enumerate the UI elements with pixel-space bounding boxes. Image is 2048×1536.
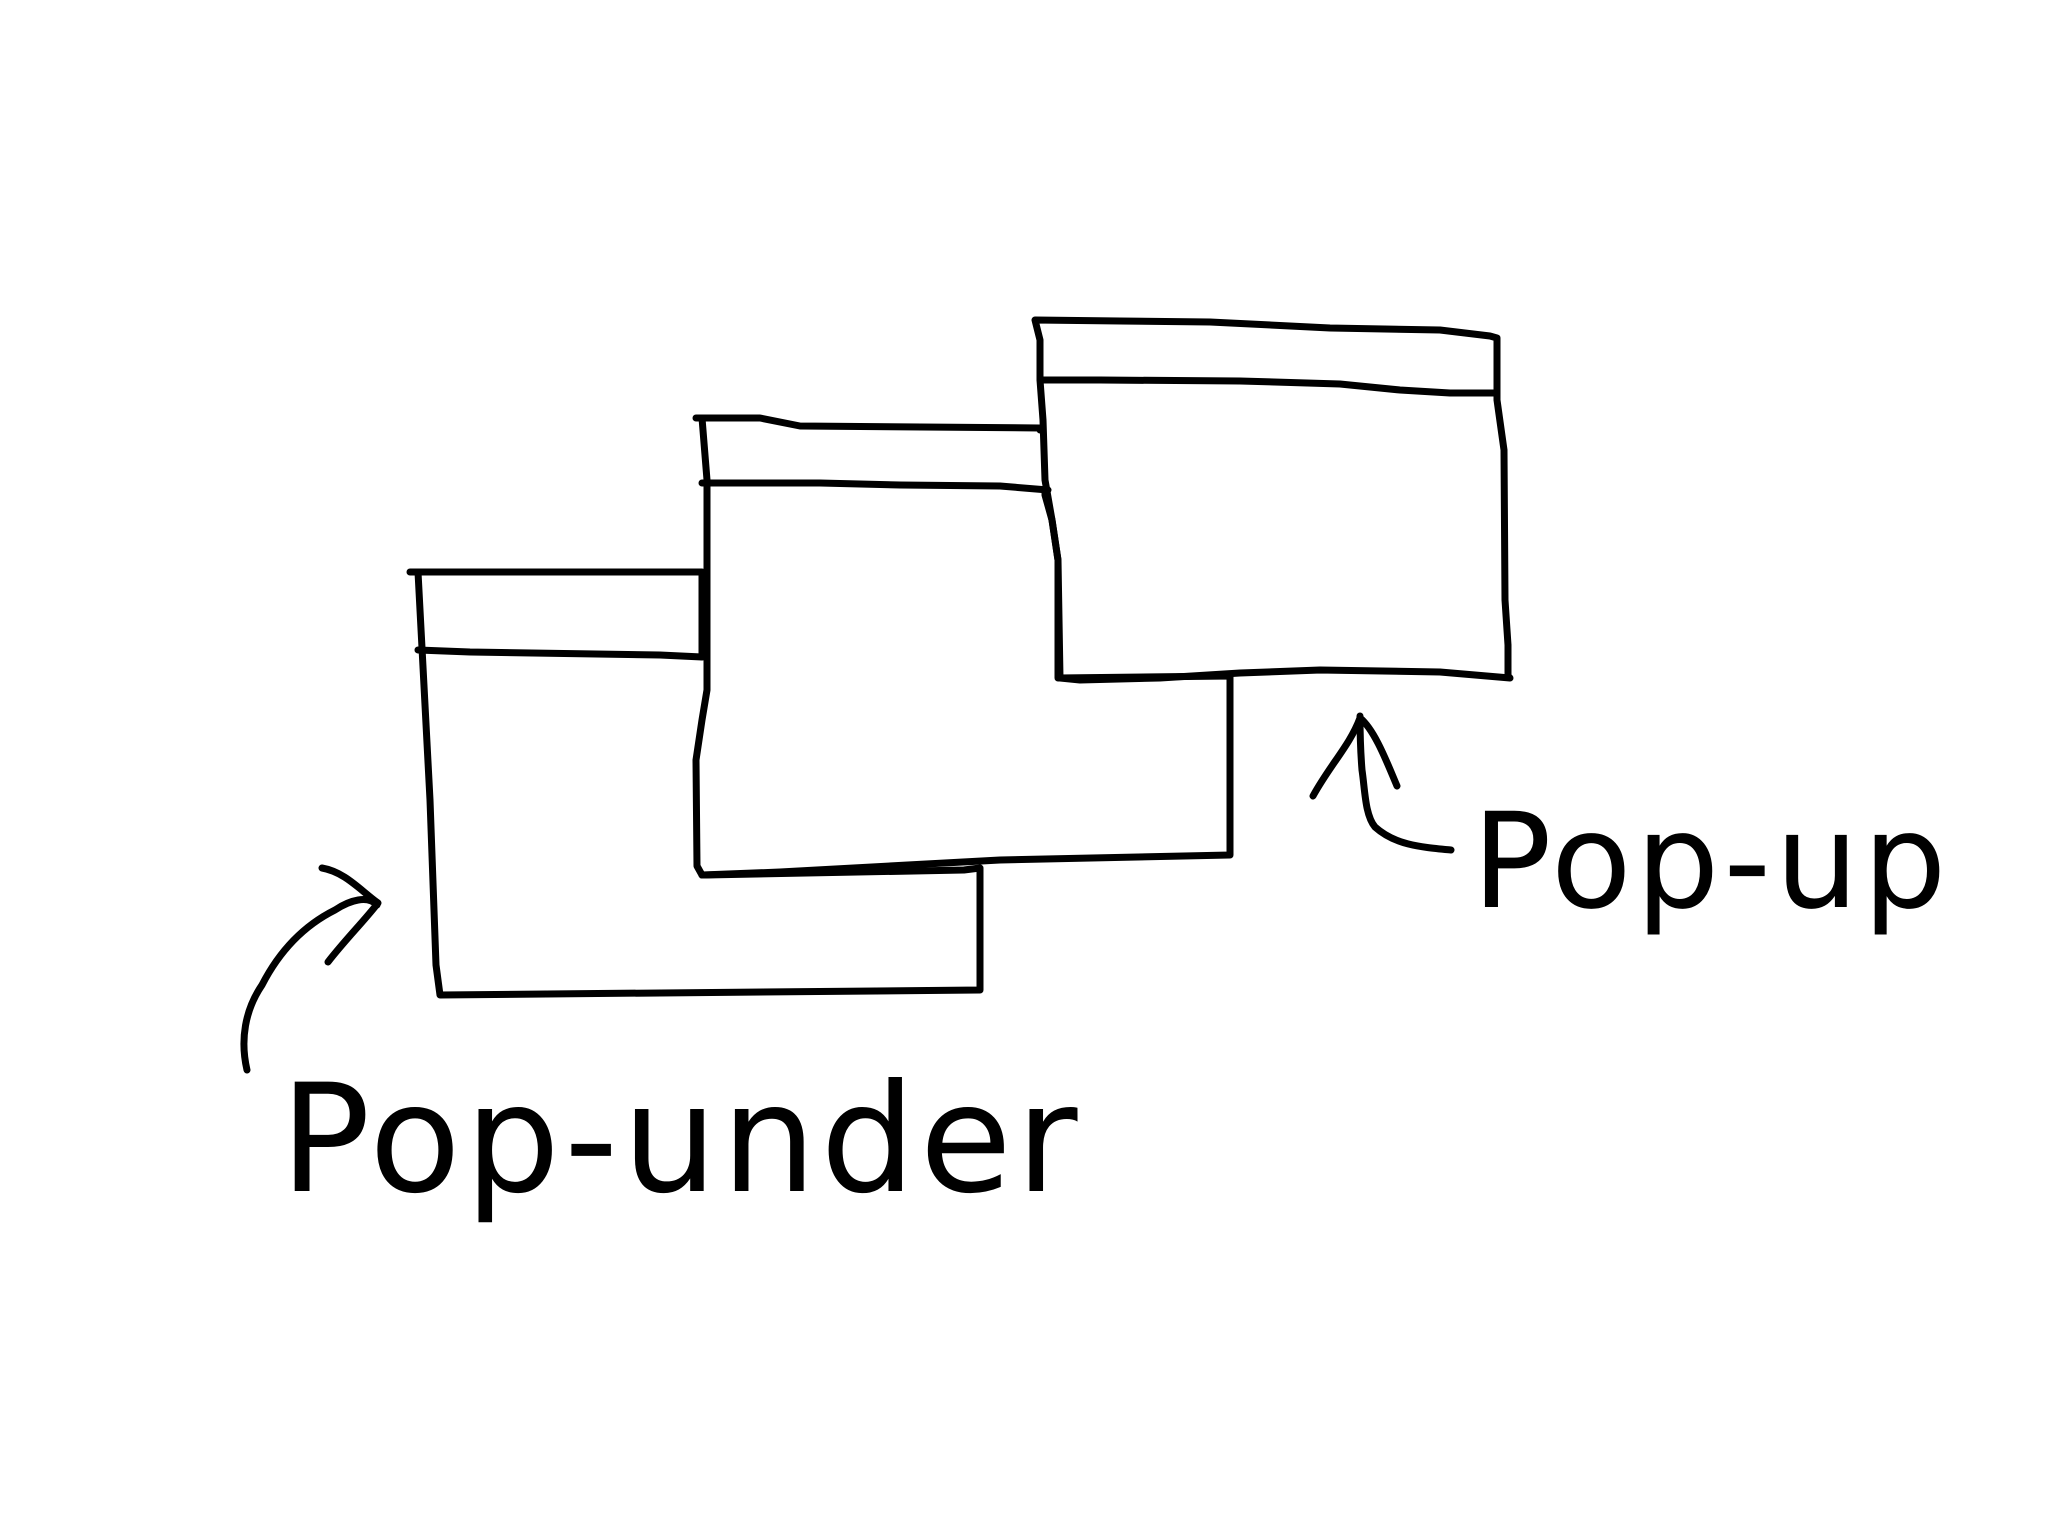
pop-under-label: Pop-under [280, 1053, 1082, 1227]
back-window-titlebar-divider [414, 646, 706, 661]
middle-window [692, 414, 1234, 879]
front-window-frame [1031, 316, 1514, 684]
front-window-titlebar-divider [1039, 376, 1501, 397]
pop-up-arrow-shaft [1356, 712, 1455, 854]
pop-up-arrowhead [1309, 714, 1401, 800]
pop-under-arrow [240, 864, 382, 1074]
pop-under-arrowhead [318, 864, 382, 966]
middle-window-titlebar-divider [698, 479, 1052, 494]
pop-under-arrow-shaft [240, 896, 381, 1074]
pop-up-arrow [1309, 712, 1455, 854]
pop-up-label: Pop-up [1472, 785, 1951, 939]
front-window [1031, 316, 1514, 684]
